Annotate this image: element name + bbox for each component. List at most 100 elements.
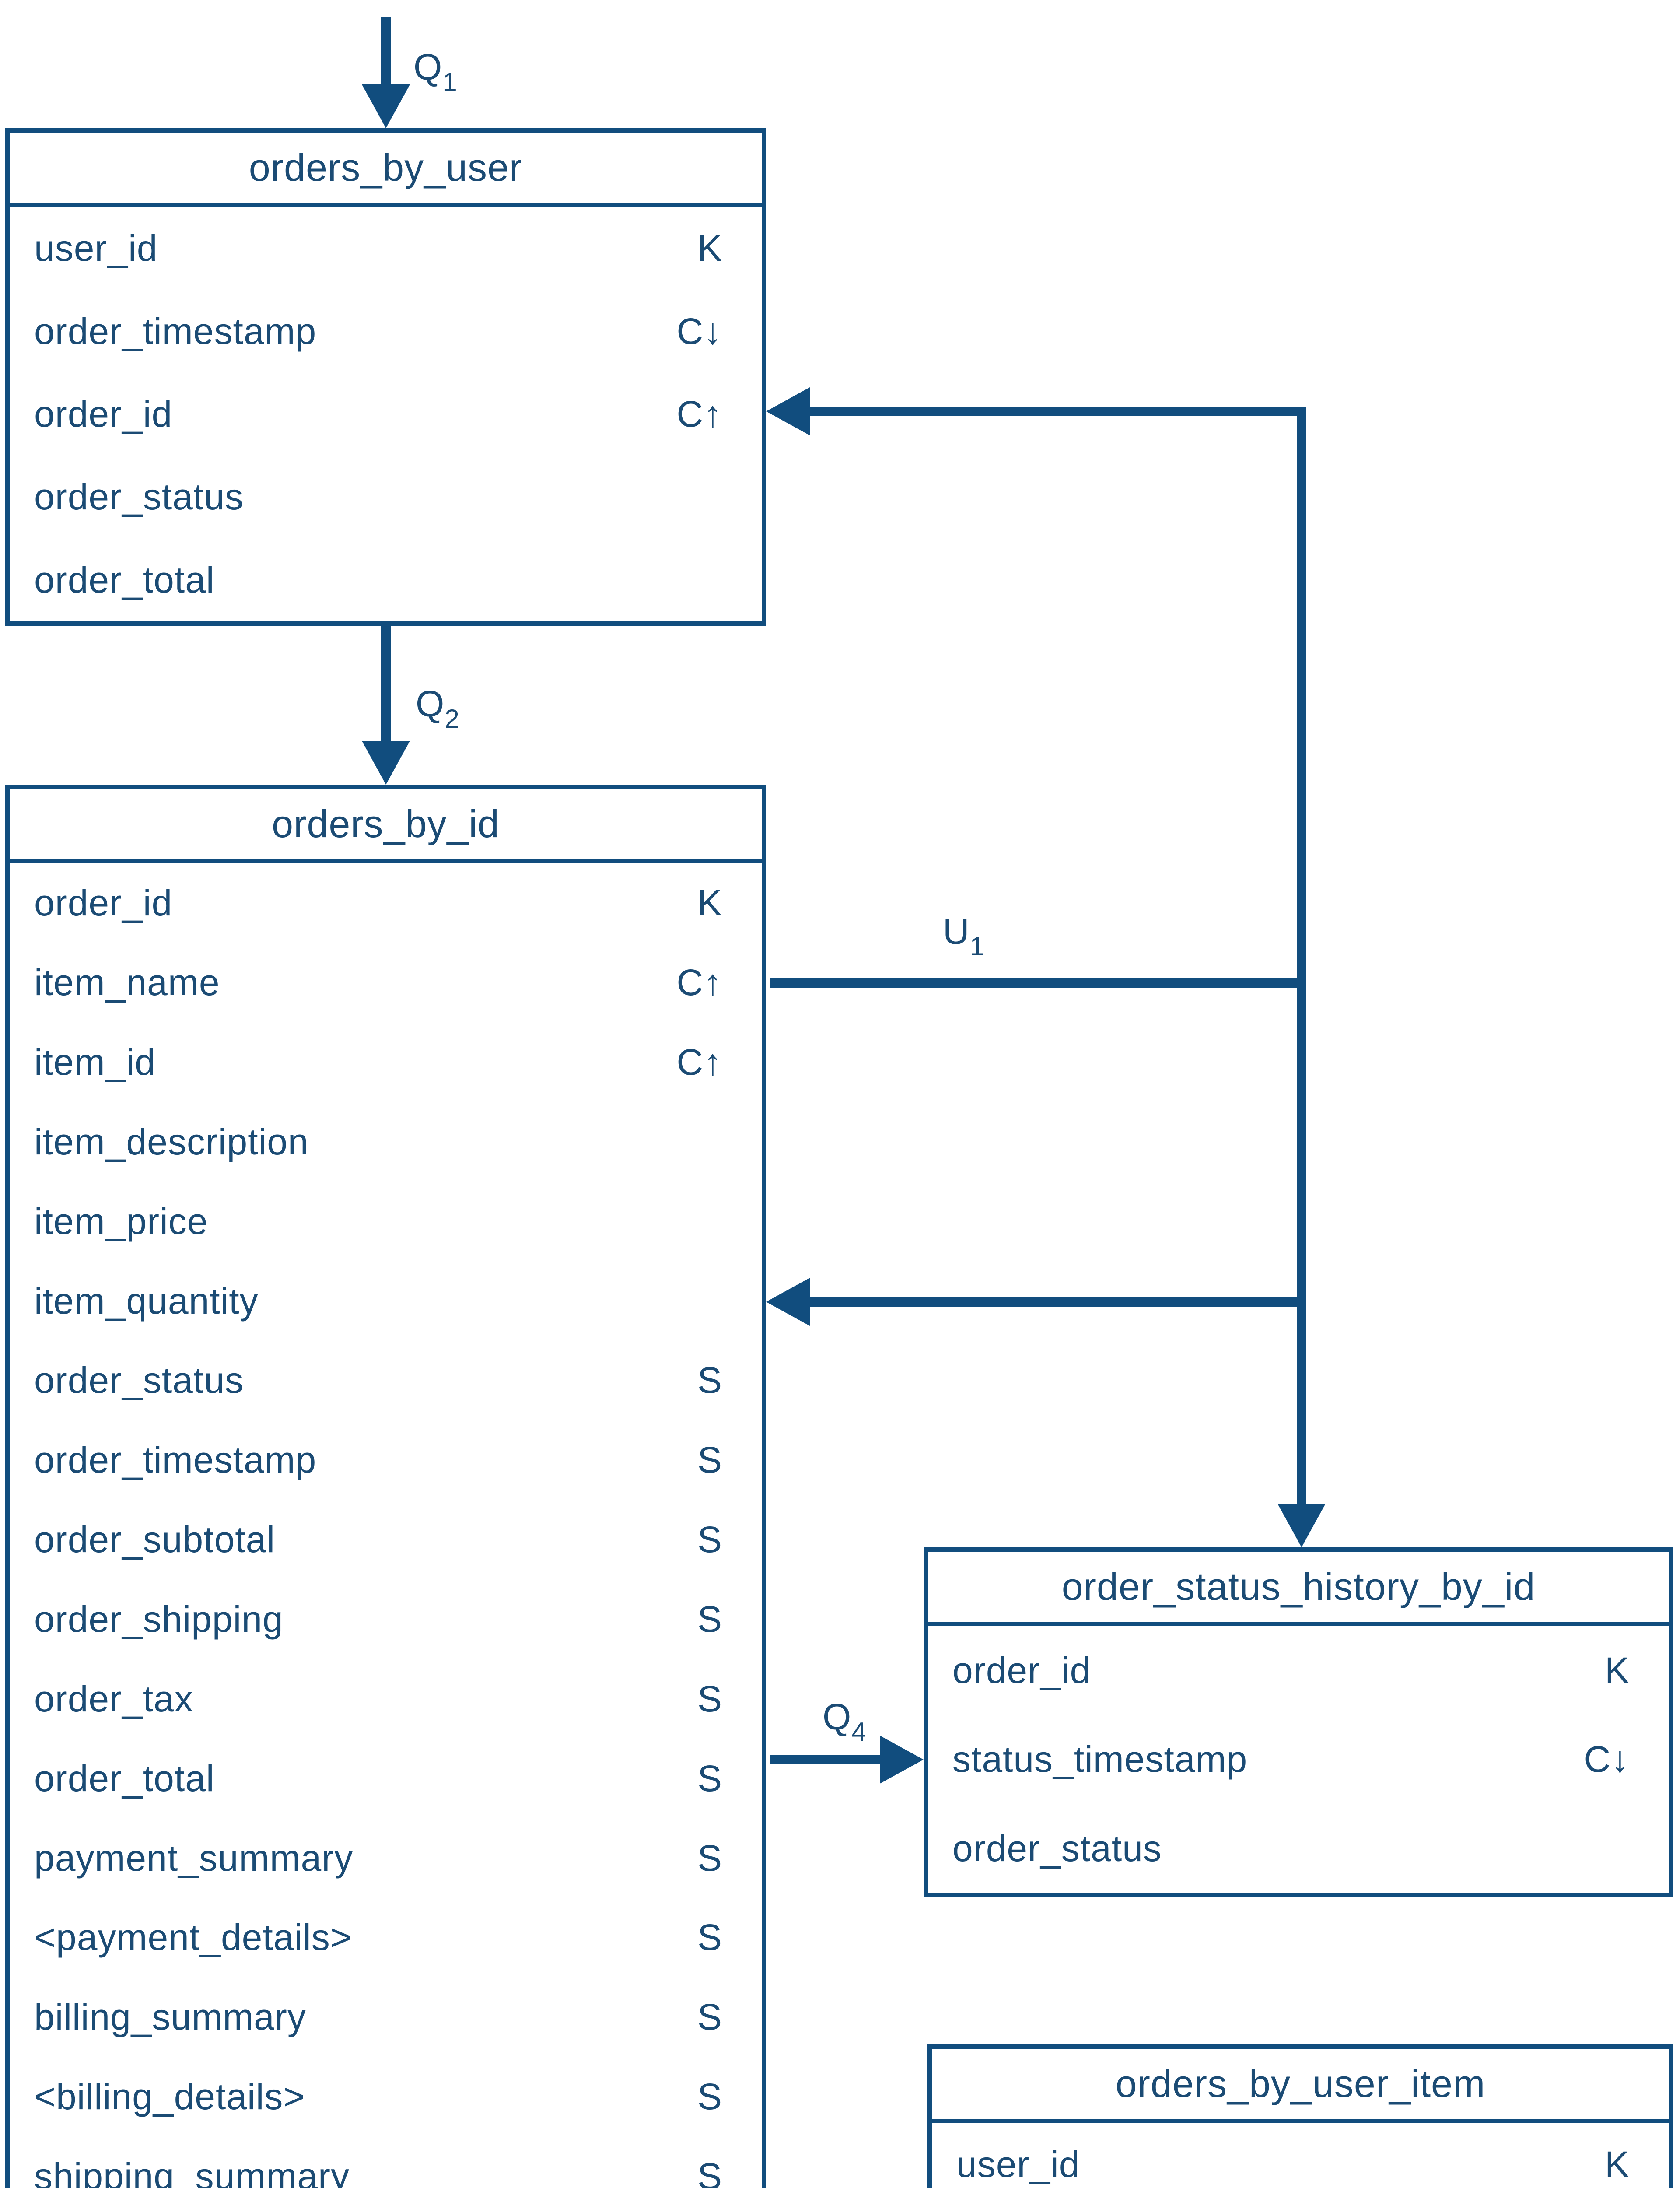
key-marker: C↓	[676, 310, 722, 352]
field-name: order_timestamp	[34, 310, 317, 352]
table-row: payment_summary S	[34, 1837, 722, 1879]
table-body: user_idKitem_idKorder_timestampC↓order_i…	[932, 2123, 1669, 2188]
key-marker: C↑	[676, 1041, 722, 1083]
table-row: <billing_details> S	[34, 2076, 722, 2118]
table-row: order_timestamp C↓	[34, 310, 722, 353]
key-marker: S	[697, 2155, 722, 2188]
table-row: order_shipping S	[34, 1598, 722, 1641]
field-name: user_id	[956, 2144, 1080, 2185]
key-marker: S	[697, 1837, 722, 1879]
table-row: <payment_details> S	[34, 1916, 722, 1959]
key-marker: S	[697, 1757, 722, 1799]
table-title: order_status_history_by_id	[928, 1552, 1669, 1626]
table-row: order_tax S	[34, 1678, 722, 1720]
key-marker: C↓	[1584, 1739, 1630, 1780]
table-row: order_status	[34, 476, 722, 518]
key-marker: C↑	[676, 393, 722, 435]
u1-line-top	[810, 407, 1306, 416]
table-row: item_quantity	[34, 1280, 722, 1322]
u1-trunk-line	[1297, 407, 1306, 1504]
table-row: item_price	[34, 1200, 722, 1243]
field-name: order_total	[34, 559, 215, 600]
q4-arrowhead-icon	[880, 1736, 924, 1784]
table-row: user_id K	[34, 227, 722, 270]
table-title: orders_by_id	[10, 789, 762, 863]
table-row: order_status	[952, 1827, 1630, 1870]
table-orders-by-user-item: orders_by_user_item user_idKitem_idKorde…	[928, 2044, 1673, 2188]
q1-arrow-line	[381, 17, 391, 91]
field-name: payment_summary	[34, 1837, 354, 1879]
key-marker: S	[697, 2076, 722, 2118]
field-name: item_description	[34, 1121, 309, 1162]
key-marker: S	[697, 1917, 722, 1958]
q3-arrow-label: Q3	[822, 2181, 867, 2188]
q4-arrow-label: Q4	[822, 1696, 867, 1746]
field-name: order_shipping	[34, 1599, 284, 1640]
key-marker: S	[697, 1599, 722, 1640]
key-marker: S	[697, 1519, 722, 1560]
table-row: order_timestamp S	[34, 1439, 722, 1481]
table-row: status_timestamp C↓	[952, 1738, 1630, 1781]
key-marker: K	[1604, 2144, 1630, 2185]
table-row: order_id K	[34, 882, 722, 924]
key-marker: K	[1604, 1650, 1630, 1691]
table-row: item_id C↑	[34, 1041, 722, 1083]
field-name: order_id	[952, 1650, 1091, 1691]
key-marker: C↑	[676, 962, 722, 1003]
key-marker: K	[697, 882, 722, 924]
table-row: order_subtotal S	[34, 1518, 722, 1561]
field-name: user_id	[34, 228, 158, 269]
field-name: item_name	[34, 962, 220, 1003]
field-name: order_total	[34, 1757, 215, 1799]
u1-arrowhead-into-item-quantity-icon	[766, 1278, 810, 1326]
q2-top-arrow-line	[381, 626, 391, 741]
table-row: order_status S	[34, 1359, 722, 1402]
field-name: item_quantity	[34, 1280, 259, 1322]
field-name: order_id	[34, 882, 173, 924]
key-marker: S	[697, 1678, 722, 1719]
table-row: user_id K	[956, 2143, 1630, 2186]
table-row: order_total S	[34, 1757, 722, 1800]
field-name: order_status	[34, 1360, 244, 1401]
q1-arrow-label: Q1	[413, 46, 458, 97]
q4-arrow-line	[770, 1755, 880, 1764]
field-name: item_id	[34, 1041, 156, 1083]
q2-top-arrow-label: Q2	[416, 683, 460, 733]
table-row: order_id C↑	[34, 393, 722, 435]
field-name: order_timestamp	[34, 1439, 317, 1481]
field-name: order_status	[952, 1827, 1162, 1869]
field-name: <billing_details>	[34, 2076, 305, 2118]
table-row: order_id K	[952, 1649, 1630, 1692]
key-marker: S	[697, 1439, 722, 1481]
field-name: order_status	[34, 476, 244, 518]
field-name: shipping_summary	[34, 2155, 350, 2188]
field-name: order_tax	[34, 1678, 193, 1719]
table-row: item_name C↑	[34, 961, 722, 1004]
u1-line-from-item-name	[770, 978, 1306, 988]
field-name: order_subtotal	[34, 1519, 276, 1560]
field-name: status_timestamp	[952, 1739, 1248, 1780]
table-row: item_description	[34, 1121, 722, 1163]
field-name: order_id	[34, 393, 173, 435]
key-marker: S	[697, 1360, 722, 1401]
q1-arrowhead-icon	[362, 84, 410, 128]
u1-arrowhead-into-orders-by-user-icon	[766, 387, 810, 435]
field-name: <payment_details>	[34, 1917, 352, 1958]
q2-top-arrowhead-icon	[362, 741, 410, 785]
u1-arrowhead-into-order-status-history-icon	[1278, 1504, 1326, 1547]
table-title: orders_by_user_item	[932, 2049, 1669, 2123]
key-marker: K	[697, 228, 722, 269]
table-row: shipping_summary S	[34, 2155, 722, 2188]
table-title: orders_by_user	[10, 133, 762, 207]
field-name: billing_summary	[34, 1996, 306, 2038]
u1-arrow-label: U1	[943, 911, 985, 961]
u1-line-into-item-quantity	[810, 1297, 1306, 1307]
